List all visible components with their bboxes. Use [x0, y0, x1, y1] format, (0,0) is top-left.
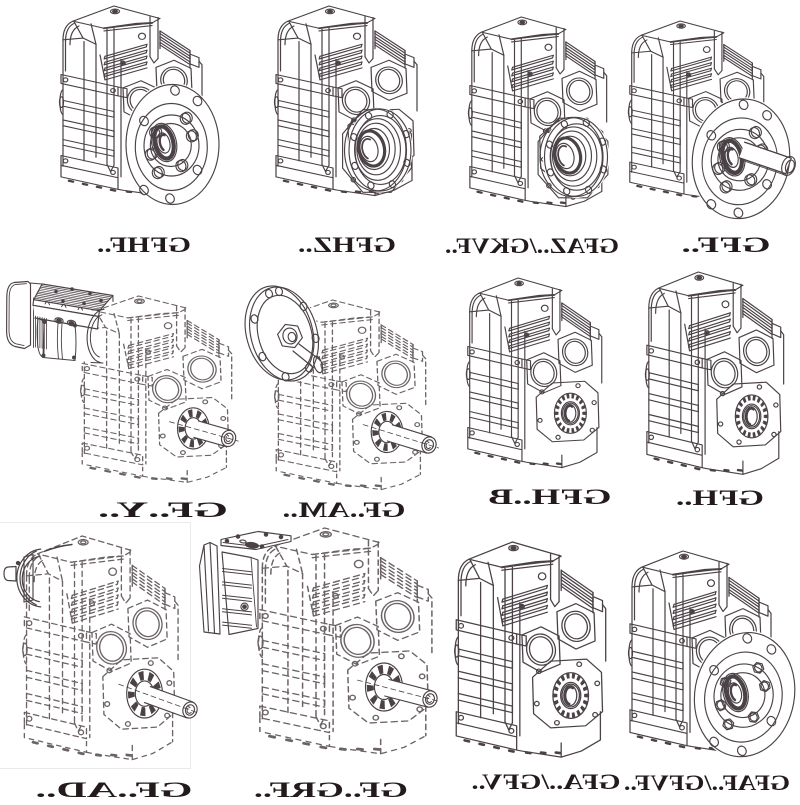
svg-text:GF..GRF..: GF..GRF..: [254, 777, 408, 800]
svg-text:GFHZ..: GFHZ..: [298, 232, 396, 257]
svg-text:GFH..: GFH..: [676, 485, 764, 510]
svg-text:GFAZ../GKVF..: GFAZ../GKVF..: [445, 233, 619, 258]
svg-text:GFA../GFV..: GFA../GFV..: [472, 769, 621, 794]
svg-text:GF..AM..: GF..AM..: [283, 497, 406, 522]
svg-text:GFH..B: GFH..B: [488, 484, 612, 509]
svg-text:GF..Y..: GF..Y..: [98, 497, 228, 522]
svg-text:GFAF../GFVF..: GFAF../GFVF..: [624, 770, 790, 795]
svg-text:GF..AD..: GF..AD..: [36, 777, 193, 800]
svg-text:GFF..: GFF..: [682, 232, 771, 257]
svg-text:GFHF..: GFHF..: [97, 232, 191, 257]
